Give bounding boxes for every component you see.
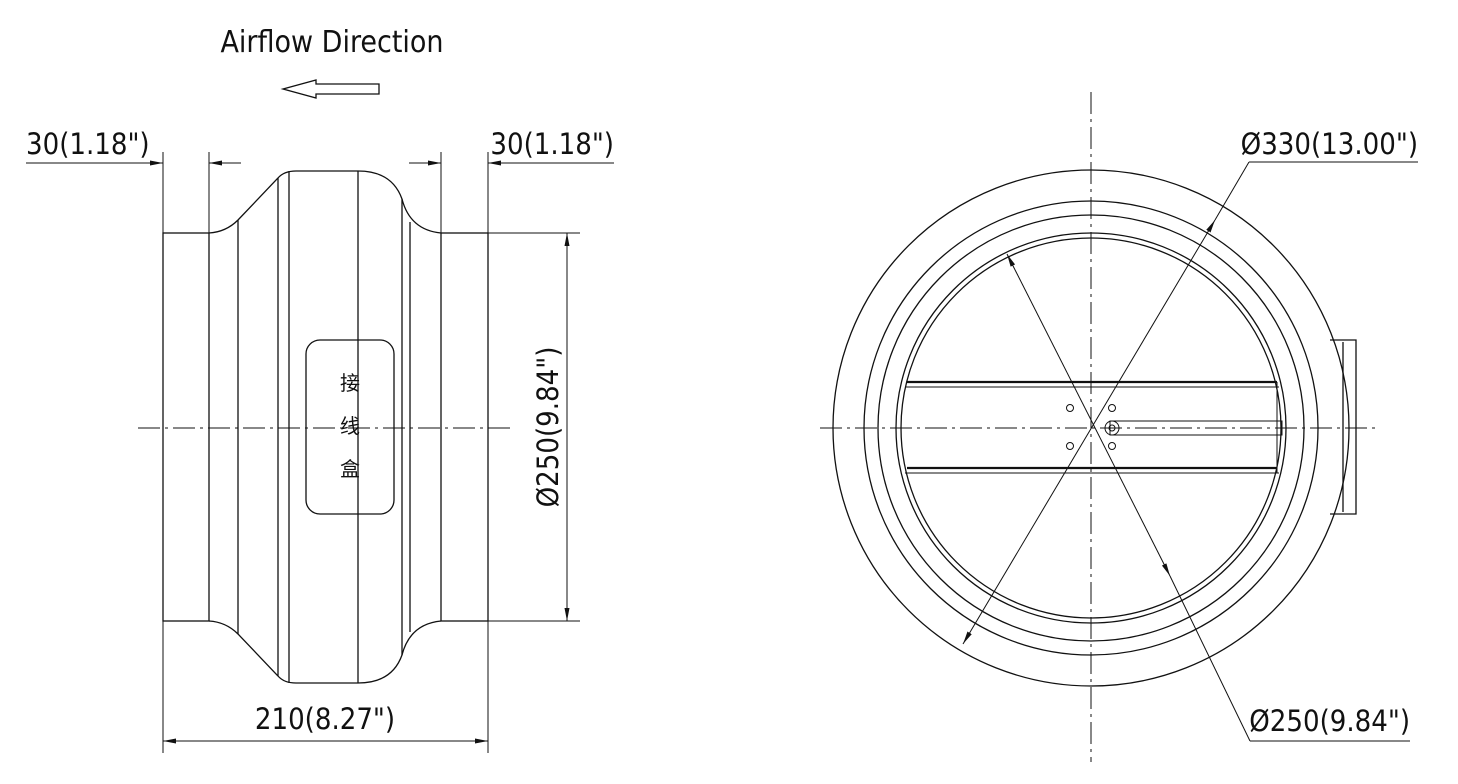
outlet-length-dimension: 30(1.18"): [490, 127, 614, 161]
duct-diameter-line: [1006, 253, 1171, 577]
duct-diameter-side-dimension: Ø250(9.84"): [531, 347, 565, 508]
outer-diameter-leader: [1214, 161, 1250, 221]
junction-box-label-2: 线: [340, 414, 360, 438]
outer-diameter-line: [962, 219, 1216, 645]
inlet-collar: [162, 232, 210, 622]
body-outline-top: [208, 170, 442, 234]
outer-housing-circle: [832, 169, 1350, 687]
total-length-dimension: 210(8.27"): [255, 702, 395, 736]
body-outline-bottom: [208, 620, 442, 684]
junction-box-label-3: 盒: [340, 457, 360, 481]
side-view: 接 线 盒 30(1.18") 30(1.18") Ø250(9.84") 21…: [26, 127, 614, 753]
duct-diameter-leader: [1169, 575, 1251, 742]
airflow-arrow-icon: [280, 79, 380, 99]
duct-diameter-front-dimension: Ø250(9.84"): [1249, 704, 1410, 738]
junction-box: [305, 339, 395, 515]
housing-ring-circle: [863, 200, 1319, 656]
screw-hole: [1066, 404, 1074, 412]
screw-hole: [1108, 442, 1116, 450]
inlet-length-dimension: 30(1.18"): [26, 127, 150, 161]
front-view: Ø330(13.00") Ø250(9.84"): [820, 92, 1418, 762]
junction-box-label-1: 接: [340, 371, 360, 395]
junction-box-tab: [1330, 339, 1357, 515]
screw-hole: [1066, 442, 1074, 450]
airflow-direction-label: Airflow Direction: [220, 25, 443, 60]
outer-diameter-dimension: Ø330(13.00"): [1241, 127, 1418, 161]
outlet-collar: [440, 232, 489, 622]
screw-hole: [1108, 404, 1116, 412]
